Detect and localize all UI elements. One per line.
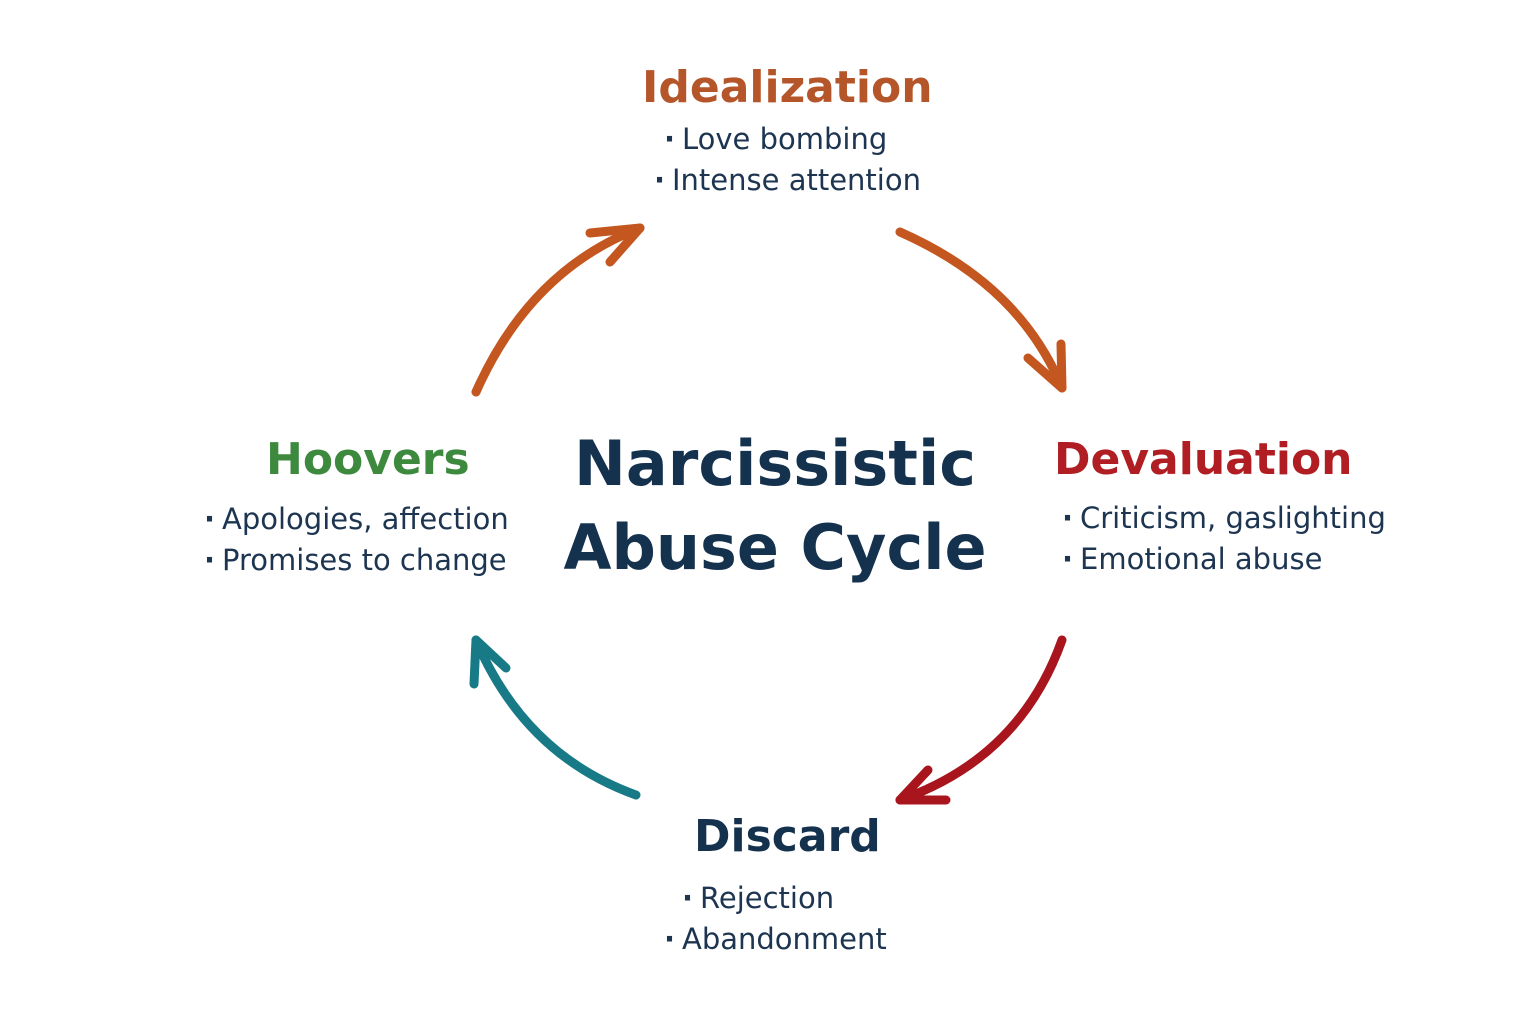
stage-item: Love bombing: [664, 119, 933, 160]
stage-items-hoovers: Apologies, affection Promises to change: [204, 499, 509, 581]
arrow-discard-to-hoovers: [469, 635, 641, 800]
stage-item: Apologies, affection: [204, 499, 509, 540]
stage-item: Emotional abuse: [1062, 539, 1386, 580]
stage-title-discard: Discard: [694, 811, 881, 862]
stage-title-devaluation: Devaluation: [1054, 434, 1353, 485]
stage-idealization: Idealization Love bombing Intense attent…: [642, 66, 933, 201]
stage-items-devaluation: Criticism, gaslighting Emotional abuse: [1054, 498, 1386, 580]
stage-title-hoovers: Hoovers: [266, 434, 470, 485]
stage-item: Criticism, gaslighting: [1062, 498, 1386, 539]
diagram-title-line-1: Narcissistic: [574, 427, 976, 500]
stage-items-discard: Rejection Abandonment: [664, 878, 887, 960]
stage-hoovers: Hoovers Apologies, affection Promises to…: [204, 438, 509, 581]
diagram-title: Narcissistic Abuse Cycle: [560, 422, 990, 590]
arrow-idealization-to-devaluation: [895, 227, 1067, 393]
stage-discard: Discard Rejection Abandonment: [664, 815, 887, 960]
stage-devaluation: Devaluation Criticism, gaslighting Emoti…: [1054, 438, 1386, 580]
arrow-hoovers-to-idealization: [471, 223, 645, 397]
stage-item: Rejection: [682, 878, 887, 919]
arrow-devaluation-to-discard: [895, 635, 1067, 805]
stage-item: Abandonment: [664, 919, 887, 960]
stage-items-idealization: Love bombing Intense attention: [642, 119, 933, 201]
diagram-title-line-2: Abuse Cycle: [563, 511, 987, 584]
stage-title-idealization: Idealization: [642, 62, 933, 113]
stage-item: Intense attention: [654, 160, 933, 201]
stage-item: Promises to change: [204, 540, 509, 581]
